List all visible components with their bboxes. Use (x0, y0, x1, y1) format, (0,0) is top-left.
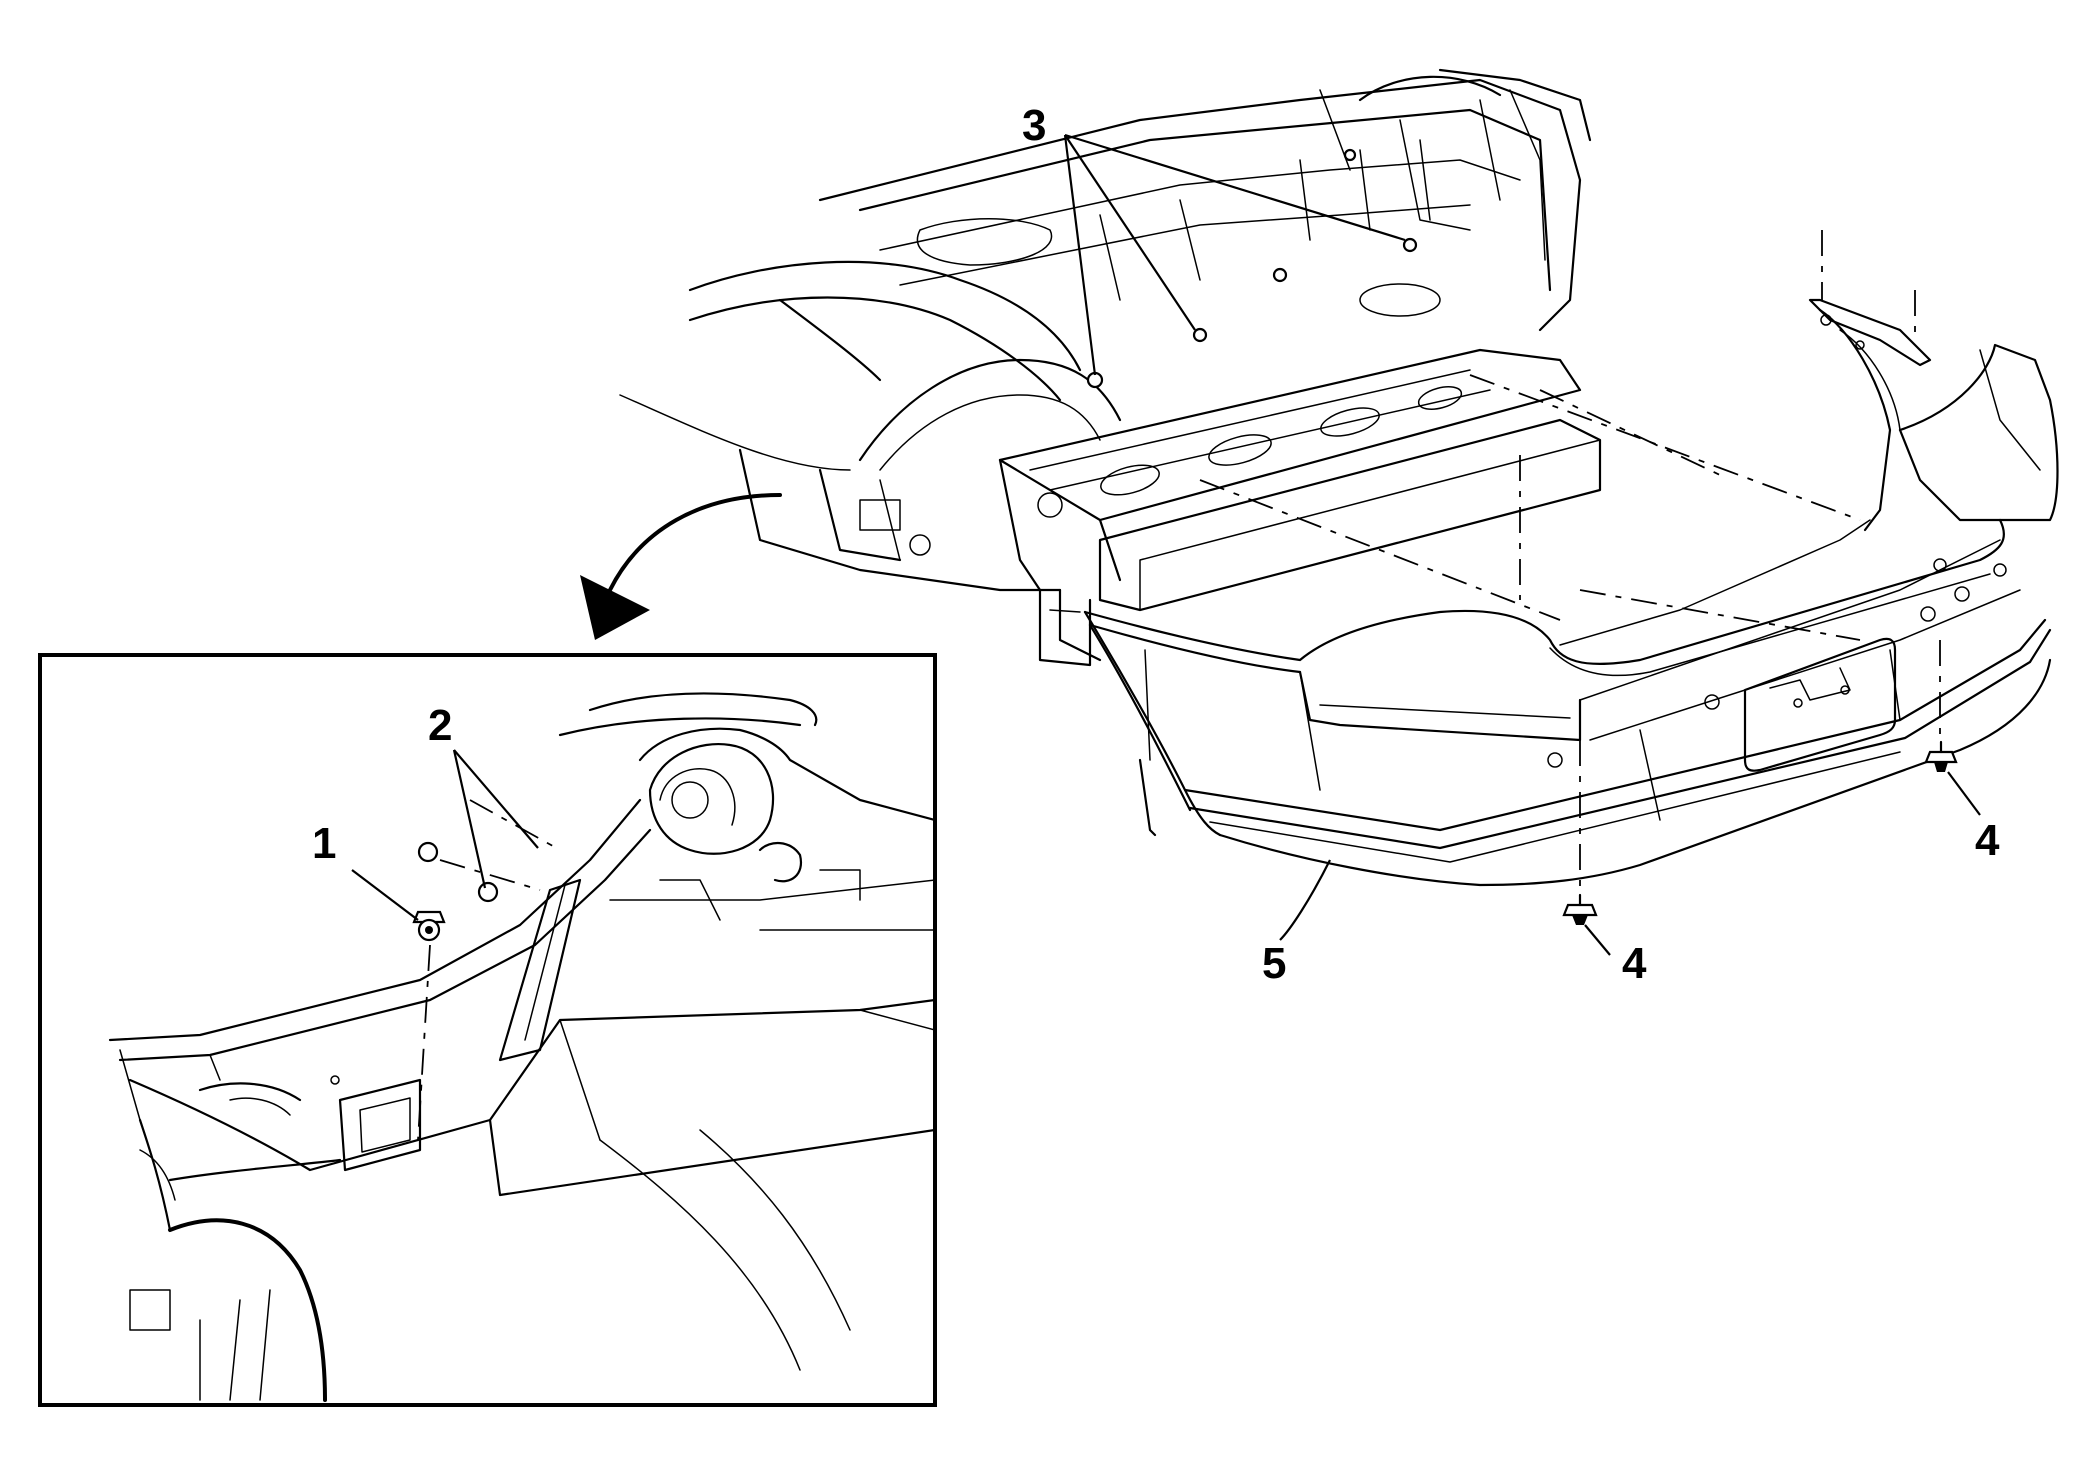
inset-callout-leaders (351, 749, 539, 921)
vehicle-rear-body (580, 68, 1602, 667)
alignment-lines (1199, 230, 1941, 900)
trunk-retainers (1086, 148, 1418, 389)
callout-5: 5 (1262, 939, 1286, 988)
callout-4-center: 4 (1622, 939, 1647, 988)
callout-1: 1 (312, 819, 336, 868)
callout-2: 2 (428, 701, 452, 750)
callout-3: 3 (1022, 101, 1046, 150)
callout-leaders (1063, 133, 1981, 956)
rear-bumper-fascia (1083, 298, 2059, 887)
callout-4-right: 4 (1975, 816, 2000, 865)
push-pin-retainers (1562, 740, 1958, 925)
detail-inset (38, 653, 937, 1407)
